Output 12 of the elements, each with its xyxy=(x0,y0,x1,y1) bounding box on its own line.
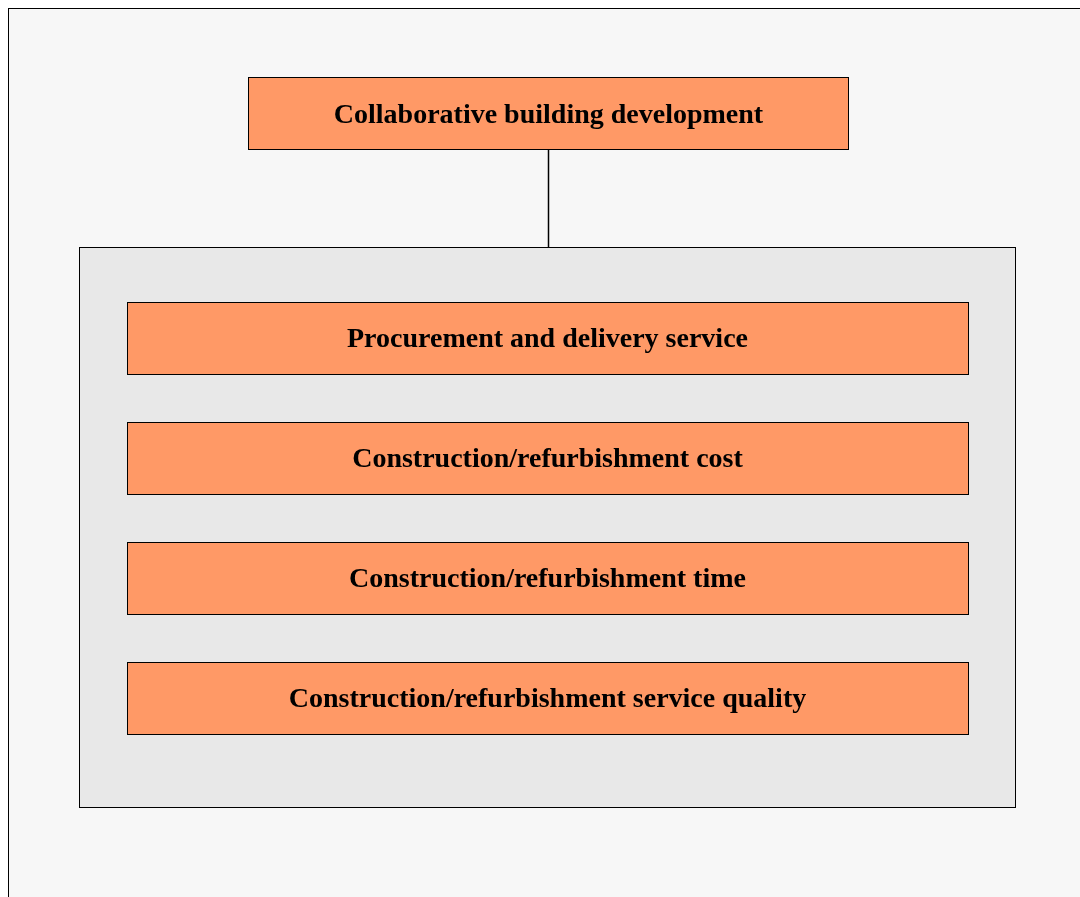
box-label: Procurement and delivery service xyxy=(347,322,748,354)
process-box xyxy=(126,661,969,735)
process-box xyxy=(126,301,969,375)
process-box xyxy=(126,421,969,495)
connector-line xyxy=(547,149,550,248)
box-label: Collaborative building development xyxy=(333,97,764,130)
group-panel xyxy=(79,247,1016,808)
box-label: Construction/refurbishment cost xyxy=(352,442,743,474)
box-label: Construction/refurbishment time xyxy=(349,562,746,594)
process-box xyxy=(248,77,849,150)
box-label: Construction/refurbishment service quality xyxy=(288,682,807,714)
process-box xyxy=(126,541,969,615)
